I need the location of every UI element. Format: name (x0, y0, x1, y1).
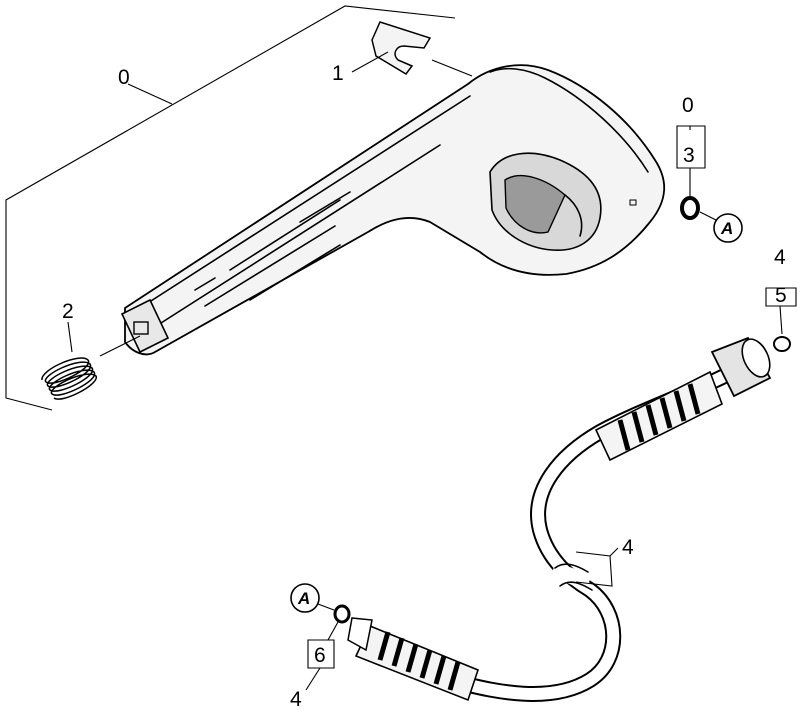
callout-0: 0 (118, 66, 130, 89)
callout-6-assembly: 4 (290, 688, 302, 711)
o-ring-part-6 (305, 604, 351, 691)
fitting-marker-a-right (713, 213, 743, 243)
fitting-label-a-right: A (720, 219, 733, 238)
gun-handle (120, 64, 666, 356)
fitting-label-a-left: A (297, 589, 310, 608)
callout-3-assembly: 0 (682, 94, 694, 117)
spring-part-2 (41, 321, 141, 400)
fitting-marker-a-left (290, 583, 335, 613)
clip-part-1 (351, 21, 473, 77)
hose (457, 360, 748, 702)
callout-5-assembly: 4 (774, 246, 786, 269)
hose-coupling-left (347, 617, 479, 702)
callout-4-hose: 4 (622, 536, 634, 559)
hose-coupling-right (594, 336, 772, 462)
callout-5: 5 (775, 284, 787, 307)
callout-3: 3 (683, 144, 695, 167)
callout-1: 1 (332, 62, 344, 85)
callout-6: 6 (314, 644, 326, 667)
callout-2: 2 (62, 300, 74, 323)
assembly-bracket (5, 5, 456, 411)
o-ring-part-3 (676, 125, 717, 221)
o-ring-part-5 (765, 287, 797, 352)
